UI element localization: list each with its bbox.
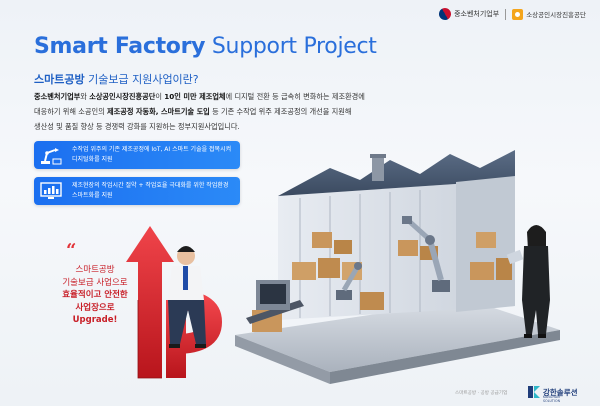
ministry-logo: 중소벤처기업부: [436, 5, 500, 23]
page-title: Smart Factory Support Project: [34, 34, 377, 59]
agency-name: 소상공인시장진흥공단: [526, 11, 586, 19]
robot-arm: [402, 216, 450, 292]
subtitle-bold: 스마트공방: [34, 73, 85, 86]
company-name: 강한솔루션: [543, 387, 578, 397]
businesswoman-figure: [506, 225, 550, 338]
agency-logo: 소상공인시장진흥공단: [512, 8, 586, 20]
desc-text: 에 디지털 전환 등 급속히 변화하는 제조환경에: [225, 92, 365, 101]
chart-monitor-icon: [38, 180, 64, 202]
company-logo: 강한솔루션 KANGHAN SOLUTION: [528, 386, 578, 403]
feature-text: 제조현장의 작업시간 절약 + 작업효율 극대화를 위한 작업환경 스마트화를 …: [72, 182, 229, 199]
quote-line: 효율적이고 안전한: [62, 290, 128, 300]
desc-bold: 소상공인시장진흥공단: [89, 92, 156, 101]
desc-text: 대응하기 위해 소공인의: [34, 107, 107, 116]
robot-arm-icon: [38, 144, 64, 166]
quote-line: 사업장으로: [75, 302, 115, 313]
desc-bold: 중소벤처기업부: [34, 92, 81, 101]
desc-text: 등 기존 수작업 위주 제조공정의 개선을 지원해: [209, 107, 352, 116]
quote-mark: “: [66, 240, 77, 261]
desc-bold: 10인 미만 제조업체: [164, 92, 226, 101]
page-title-bold: Smart Factory: [34, 34, 206, 59]
company-sub: KANGHAN SOLUTION: [543, 395, 561, 403]
page-title-light: Support Project: [211, 34, 377, 59]
description-line-3: 생산성 및 품질 향상 등 경쟁력 강화를 지원하는 정부지원사업입니다.: [34, 122, 240, 131]
ministry-name: 중소벤처기업부: [454, 10, 500, 18]
description-line-1: 중소벤처기업부와 소상공인시장진흥공단이 10인 미만 제조업체에 디지털 전환…: [34, 89, 474, 104]
desc-bold: 제조공정 자동화, 스마트기술 도입: [106, 107, 210, 116]
subtitle-rest: 기술보급 지원사업이란?: [84, 73, 199, 86]
desc-text: 이: [155, 92, 165, 101]
feature-card: 수작업 위주의 기존 제조공정에 IoT, AI 스마트 기술을 접목시켜 디지…: [34, 141, 240, 169]
footer-note: 스마트공방 · 공방 공급기업: [455, 391, 508, 396]
businessman-figure: [168, 246, 206, 348]
floor-platform: [235, 300, 560, 384]
description: 중소벤처기업부와 소상공인시장진흥공단이 10인 미만 제조업체에 디지털 전환…: [34, 89, 474, 134]
logo-divider: [505, 8, 507, 20]
feature-card: 제조현장의 작업시간 절약 + 작업효율 극대화를 위한 작업환경 스마트화를 …: [34, 177, 240, 205]
quote-text: 스마트공방 기술보급 사업으로 효율적이고 안전한 사업장으로 Upgrade!: [40, 264, 150, 327]
partner-logos: 중소벤처기업부 소상공인시장진흥공단: [436, 5, 586, 23]
conveyor-belt: [246, 280, 304, 324]
description-line-2: 대응하기 위해 소공인의 제조공정 자동화, 스마트기술 도입 등 기존 수작업…: [34, 104, 474, 119]
quote-line: Upgrade!: [72, 315, 118, 325]
desc-text: 와: [80, 92, 90, 101]
agency-mark-icon: [512, 8, 524, 20]
feature-text: 수작업 위주의 기존 제조공정에 IoT, AI 스마트 기술을 접목시켜 디지…: [72, 146, 232, 163]
company-mark-icon: [528, 386, 540, 398]
robot-arm: [336, 262, 362, 300]
quote-line: 기술보급 사업으로: [62, 277, 128, 288]
quote-line: 스마트공방: [75, 265, 115, 275]
subtitle: 스마트공방 기술보급 지원사업이란?: [34, 71, 199, 87]
